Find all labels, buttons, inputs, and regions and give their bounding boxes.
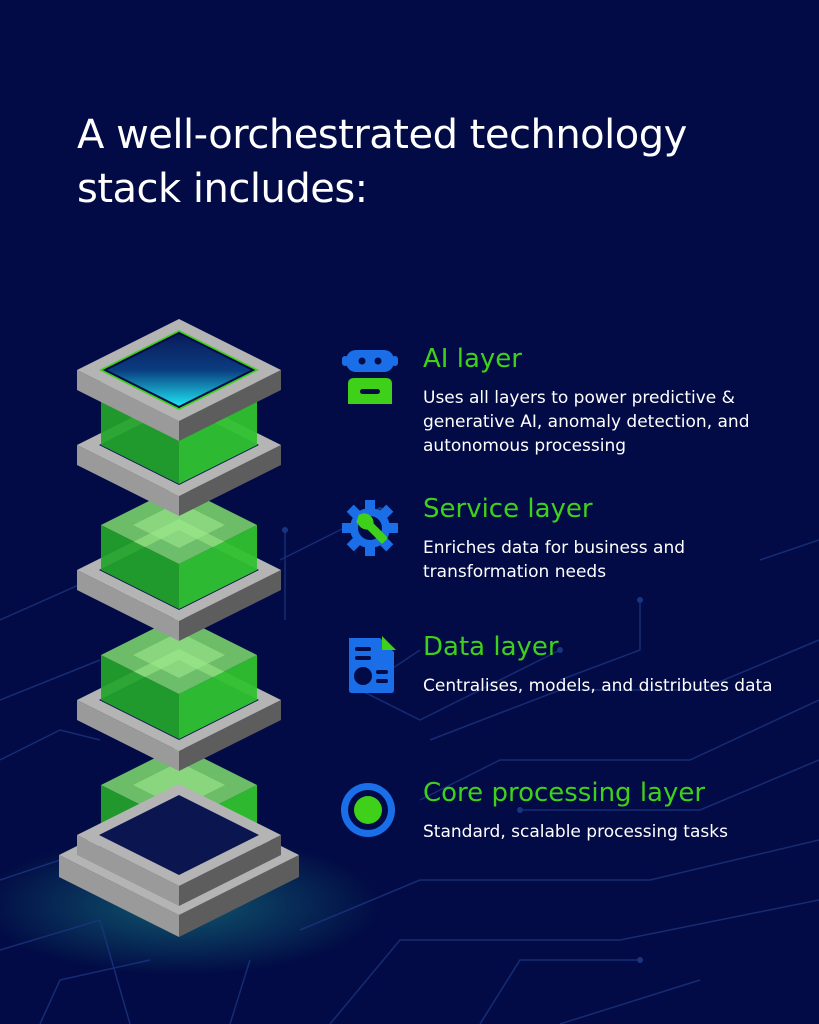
cube-right-face: [179, 655, 257, 739]
layer-title: Core processing layer: [423, 778, 706, 808]
plate-right-face: [179, 445, 281, 516]
cube-left-face: [101, 655, 179, 739]
document-chart-icon: [349, 636, 396, 693]
layer-title: Data layer: [423, 632, 559, 662]
page-title: A well-orchestrated technology stack inc…: [77, 112, 687, 212]
robot-icon: [342, 350, 398, 404]
layer-description: Standard, scalable processing tasks: [423, 822, 728, 842]
plate-left-face: [77, 445, 179, 516]
plate-right-face: [179, 570, 281, 641]
plate-right-face: [179, 700, 281, 771]
chip-surface: [102, 331, 256, 409]
plate-opening: [99, 795, 259, 875]
layer-description: Uses all layers to power predictive & ge…: [423, 388, 750, 456]
layer-description: Centralises, models, and distributes dat…: [423, 676, 773, 696]
plate-right-face: [179, 855, 299, 937]
plate-left-face: [77, 835, 179, 906]
plate-left-face: [77, 700, 179, 771]
cube-left-face: [101, 525, 179, 609]
plate-right-face: [179, 835, 281, 906]
target-circle-icon: [341, 783, 395, 837]
gear-wrench-icon: [342, 500, 398, 556]
layer-title: Service layer: [423, 494, 593, 524]
plate-left-face: [77, 570, 179, 641]
layer-title: AI layer: [423, 344, 522, 374]
cube-top-highlight: [133, 632, 225, 678]
cube-right-face: [179, 525, 257, 609]
layer-description: Enriches data for business and transform…: [423, 538, 686, 582]
plate-left-face: [59, 855, 179, 937]
plate-right-face: [179, 370, 281, 441]
cube-top-highlight: [133, 502, 225, 548]
plate-left-face: [77, 370, 179, 441]
